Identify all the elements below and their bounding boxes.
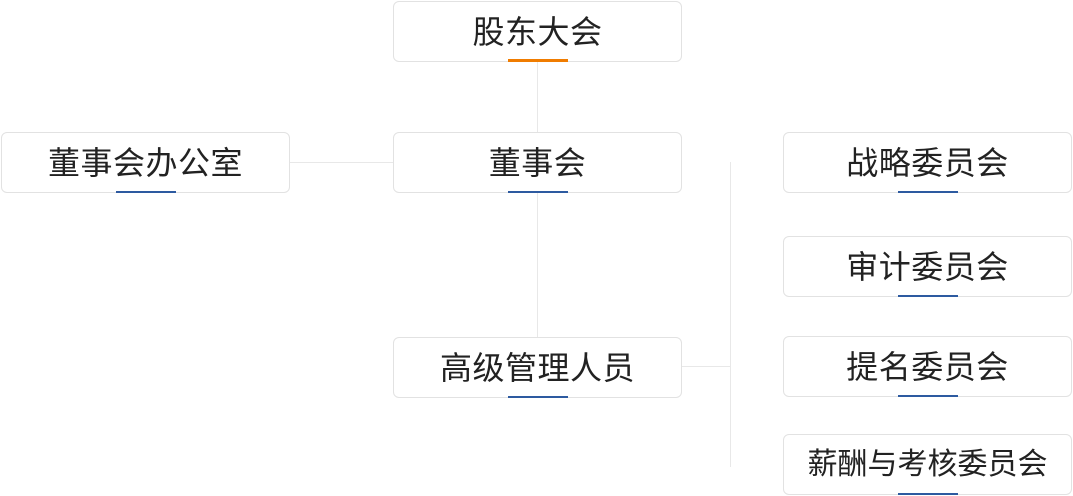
node-accent-underline <box>115 191 176 193</box>
connector-board-management <box>537 193 538 337</box>
node-accent-underline <box>507 59 568 62</box>
node-shareholders-meeting: 股东大会 <box>393 1 682 62</box>
connector-management-committees <box>682 366 730 367</box>
node-accent-underline <box>897 191 958 193</box>
node-nomination-committee: 提名委员会 <box>783 336 1072 397</box>
node-accent-underline <box>897 493 958 495</box>
node-audit-committee: 审计委员会 <box>783 236 1072 297</box>
node-accent-underline <box>897 295 958 297</box>
node-strategy-committee: 战略委员会 <box>783 132 1072 193</box>
node-accent-underline <box>507 191 568 193</box>
node-label: 股东大会 <box>472 12 603 51</box>
node-accent-underline <box>897 395 958 397</box>
node-label: 战略委员会 <box>846 143 1009 182</box>
node-remuneration-committee: 薪酬与考核委员会 <box>783 434 1072 495</box>
node-senior-management: 高级管理人员 <box>393 337 682 398</box>
node-label: 审计委员会 <box>846 247 1009 286</box>
connector-office-board <box>290 162 393 163</box>
node-board-of-directors: 董事会 <box>393 132 682 193</box>
connector-shareholders-board <box>537 62 538 132</box>
node-accent-underline <box>507 396 568 398</box>
node-label: 董事会 <box>488 143 587 182</box>
connector-committees-trunk <box>730 162 731 467</box>
node-label: 董事会办公室 <box>47 143 243 182</box>
node-label: 薪酬与考核委员会 <box>807 446 1048 482</box>
node-label: 提名委员会 <box>846 347 1009 386</box>
node-board-office: 董事会办公室 <box>1 132 290 193</box>
node-label: 高级管理人员 <box>439 348 635 387</box>
